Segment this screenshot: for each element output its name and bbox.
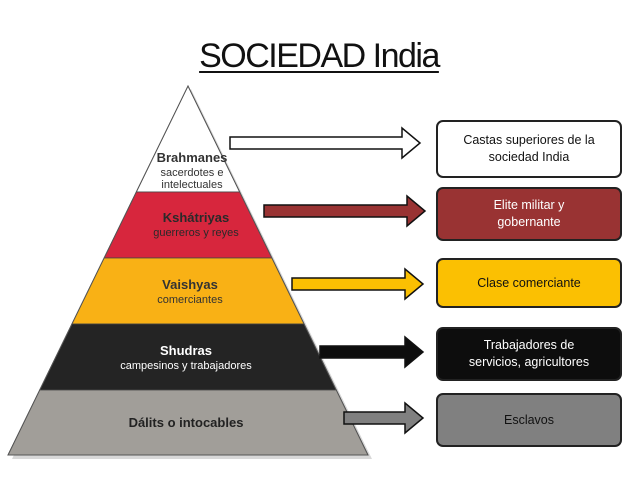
level-subtitle-2: guerreros y reyes [153, 227, 239, 239]
description-line: servicios, agricultores [468, 355, 590, 369]
description-line: Trabajadores de [483, 338, 575, 352]
page-title: SOCIEDAD India [199, 37, 440, 75]
level-subtitle-4: campesinos y trabajadores [120, 360, 252, 372]
pyramid-outline [7, 84, 369, 456]
level-name-1: Brahmanes [157, 150, 228, 165]
level-name-2: Kshátriyas [163, 210, 229, 225]
arrow-icon-1 [229, 126, 422, 160]
description-line: sociedad India [488, 150, 570, 164]
level-subtitle-3: comerciantes [157, 294, 223, 306]
arrow-icon-4 [319, 335, 425, 369]
description-box-4: Trabajadores de servicios, agricultores [436, 327, 622, 381]
description-line: Clase comerciante [477, 275, 581, 290]
level-name-5: Dálits o intocables [129, 415, 244, 430]
description-box-5: Esclavos [436, 393, 622, 447]
level-name-3: Vaishyas [162, 277, 218, 292]
arrow-icon-5 [343, 401, 425, 435]
level-name-4: Shudras [160, 343, 212, 358]
description-line: Castas superiores de la [463, 133, 595, 147]
arrow-icon-3 [291, 267, 425, 301]
description-box-3: Clase comerciante [436, 258, 622, 308]
description-line: Esclavos [503, 412, 555, 427]
level-subtitle-1: intelectuales [161, 179, 223, 191]
level-subtitle-1: sacerdotes e [161, 167, 224, 179]
description-line: Elite militar y [493, 198, 565, 212]
description-line: gobernante [497, 215, 561, 229]
arrow-icon-2 [263, 194, 427, 228]
description-box-2: Elite militar y gobernante [436, 187, 622, 241]
pyramid-level-2 [103, 191, 273, 259]
description-box-1: Castas superiores de la sociedad India [436, 120, 622, 178]
